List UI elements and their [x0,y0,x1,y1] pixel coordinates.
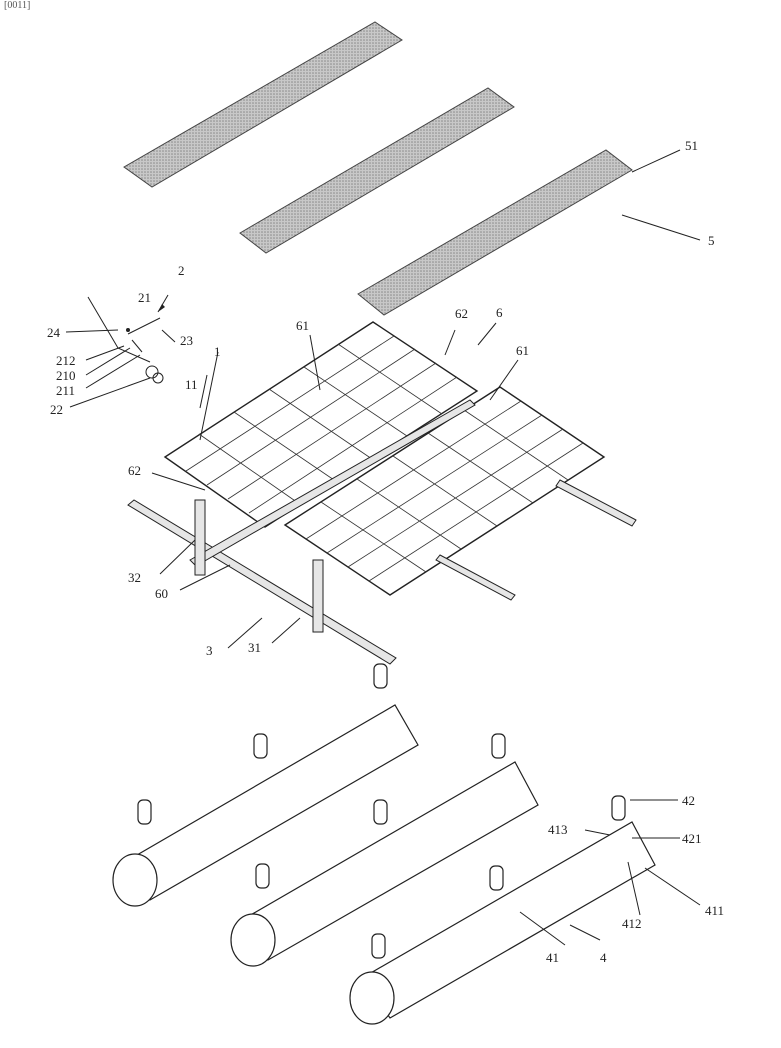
label-210: 210 [56,368,76,383]
label-62-a: 62 [455,306,468,321]
label-51: 51 [685,138,698,153]
label-3: 3 [206,643,213,658]
label-211: 211 [56,383,75,398]
label-21: 21 [138,290,151,305]
top-strips [124,22,632,315]
label-412: 412 [622,916,642,931]
label-24: 24 [47,325,61,340]
label-6: 6 [496,305,503,320]
label-11: 11 [185,377,198,392]
label-5: 5 [708,233,715,248]
label-31: 31 [248,640,261,655]
label-42: 42 [682,793,695,808]
label-62-b: 62 [128,463,141,478]
label-41: 41 [546,950,559,965]
label-60: 60 [155,586,168,601]
label-2: 2 [178,263,185,278]
label-61-a: 61 [296,318,309,333]
clamp-detail [88,295,168,383]
label-1: 1 [214,344,221,359]
label-61-b: 61 [516,343,529,358]
floats [113,664,655,1024]
label-4: 4 [600,950,607,965]
paragraph-tag: [0011] [4,0,30,11]
label-411: 411 [705,903,724,918]
label-421: 421 [682,831,702,846]
label-413: 413 [548,822,568,837]
label-23: 23 [180,333,193,348]
label-212: 212 [56,353,76,368]
label-22: 22 [50,402,63,417]
label-32: 32 [128,570,141,585]
